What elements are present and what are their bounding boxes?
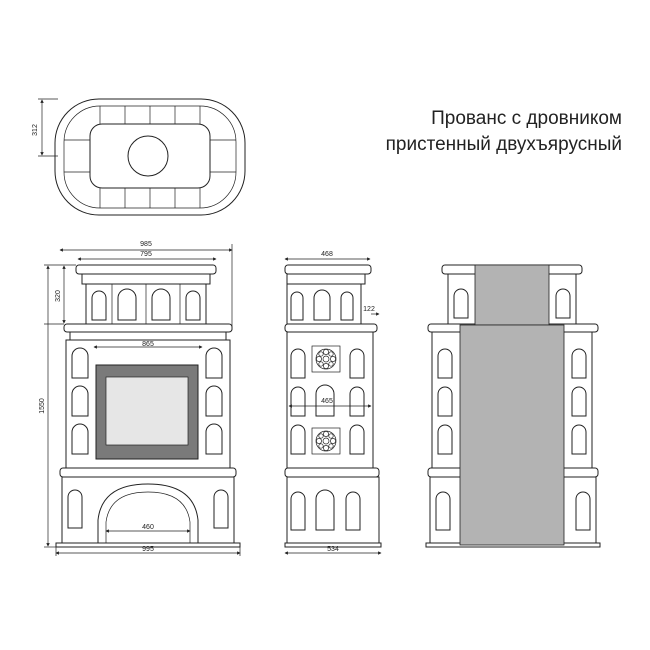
front-side-niches bbox=[71, 347, 223, 455]
dim-top-depth: 312 bbox=[32, 124, 39, 136]
section-chimney-upper bbox=[474, 264, 550, 326]
dim-front-top-width: 985 bbox=[140, 241, 152, 248]
side-view: 468 122 bbox=[284, 251, 382, 555]
front-cornice bbox=[75, 264, 217, 275]
dim-side-base-width: 534 bbox=[327, 546, 339, 553]
wood-niche-arch bbox=[97, 483, 199, 543]
dim-front-firebox-width: 460 bbox=[142, 524, 154, 531]
chimney-circle bbox=[127, 135, 169, 177]
top-view: 312 bbox=[32, 98, 246, 216]
dim-side-mid-width: 465 bbox=[321, 398, 333, 405]
top-outer-outline bbox=[54, 98, 246, 216]
dim-front-total-height: 1550 bbox=[39, 398, 46, 414]
title-line-1: Прованс с дровником bbox=[431, 108, 622, 129]
front-lower-cornice bbox=[59, 467, 237, 478]
fire-door-glass bbox=[105, 376, 189, 446]
side-lower-niches bbox=[290, 348, 365, 455]
front-view: 985 795 865 bbox=[39, 241, 241, 556]
rosette-tile-lower bbox=[311, 427, 341, 455]
dim-front-upper-height: 320 bbox=[55, 290, 62, 302]
front-base-niches bbox=[67, 489, 229, 529]
front-middle-cornice bbox=[63, 323, 233, 333]
rosette-tile-upper bbox=[311, 345, 341, 373]
title-line-2: пристенный двухъярусный bbox=[385, 134, 622, 155]
front-base bbox=[61, 476, 235, 544]
top-opening bbox=[89, 123, 211, 189]
dim-side-step: 122 bbox=[363, 306, 375, 313]
dim-side-top-width: 468 bbox=[321, 251, 333, 258]
side-cornice bbox=[284, 264, 372, 275]
dim-front-mid-width: 865 bbox=[142, 341, 154, 348]
side-base bbox=[286, 476, 380, 544]
section-view bbox=[425, 264, 601, 548]
front-upper-niches bbox=[91, 288, 201, 321]
side-middle-cornice bbox=[284, 323, 378, 333]
title-block: Прованс с дровником пристенный двухъярус… bbox=[332, 106, 622, 158]
side-cornice-band bbox=[286, 273, 366, 285]
side-upper-niches bbox=[290, 289, 354, 321]
side-base-niches bbox=[290, 489, 361, 531]
dim-front-base-width: 995 bbox=[142, 546, 154, 553]
side-plinth bbox=[284, 542, 382, 548]
section-base-niches bbox=[435, 491, 591, 531]
front-plinth bbox=[55, 542, 241, 548]
section-upper-niches bbox=[453, 288, 571, 319]
front-middle-band bbox=[69, 331, 227, 341]
front-cornice-band bbox=[81, 273, 211, 285]
section-chimney-lower bbox=[459, 324, 565, 546]
dim-front-cornice-width: 795 bbox=[140, 251, 152, 258]
top-tile-joints bbox=[64, 106, 236, 208]
side-lower-cornice bbox=[284, 467, 380, 478]
section-lower-niches bbox=[437, 348, 587, 455]
